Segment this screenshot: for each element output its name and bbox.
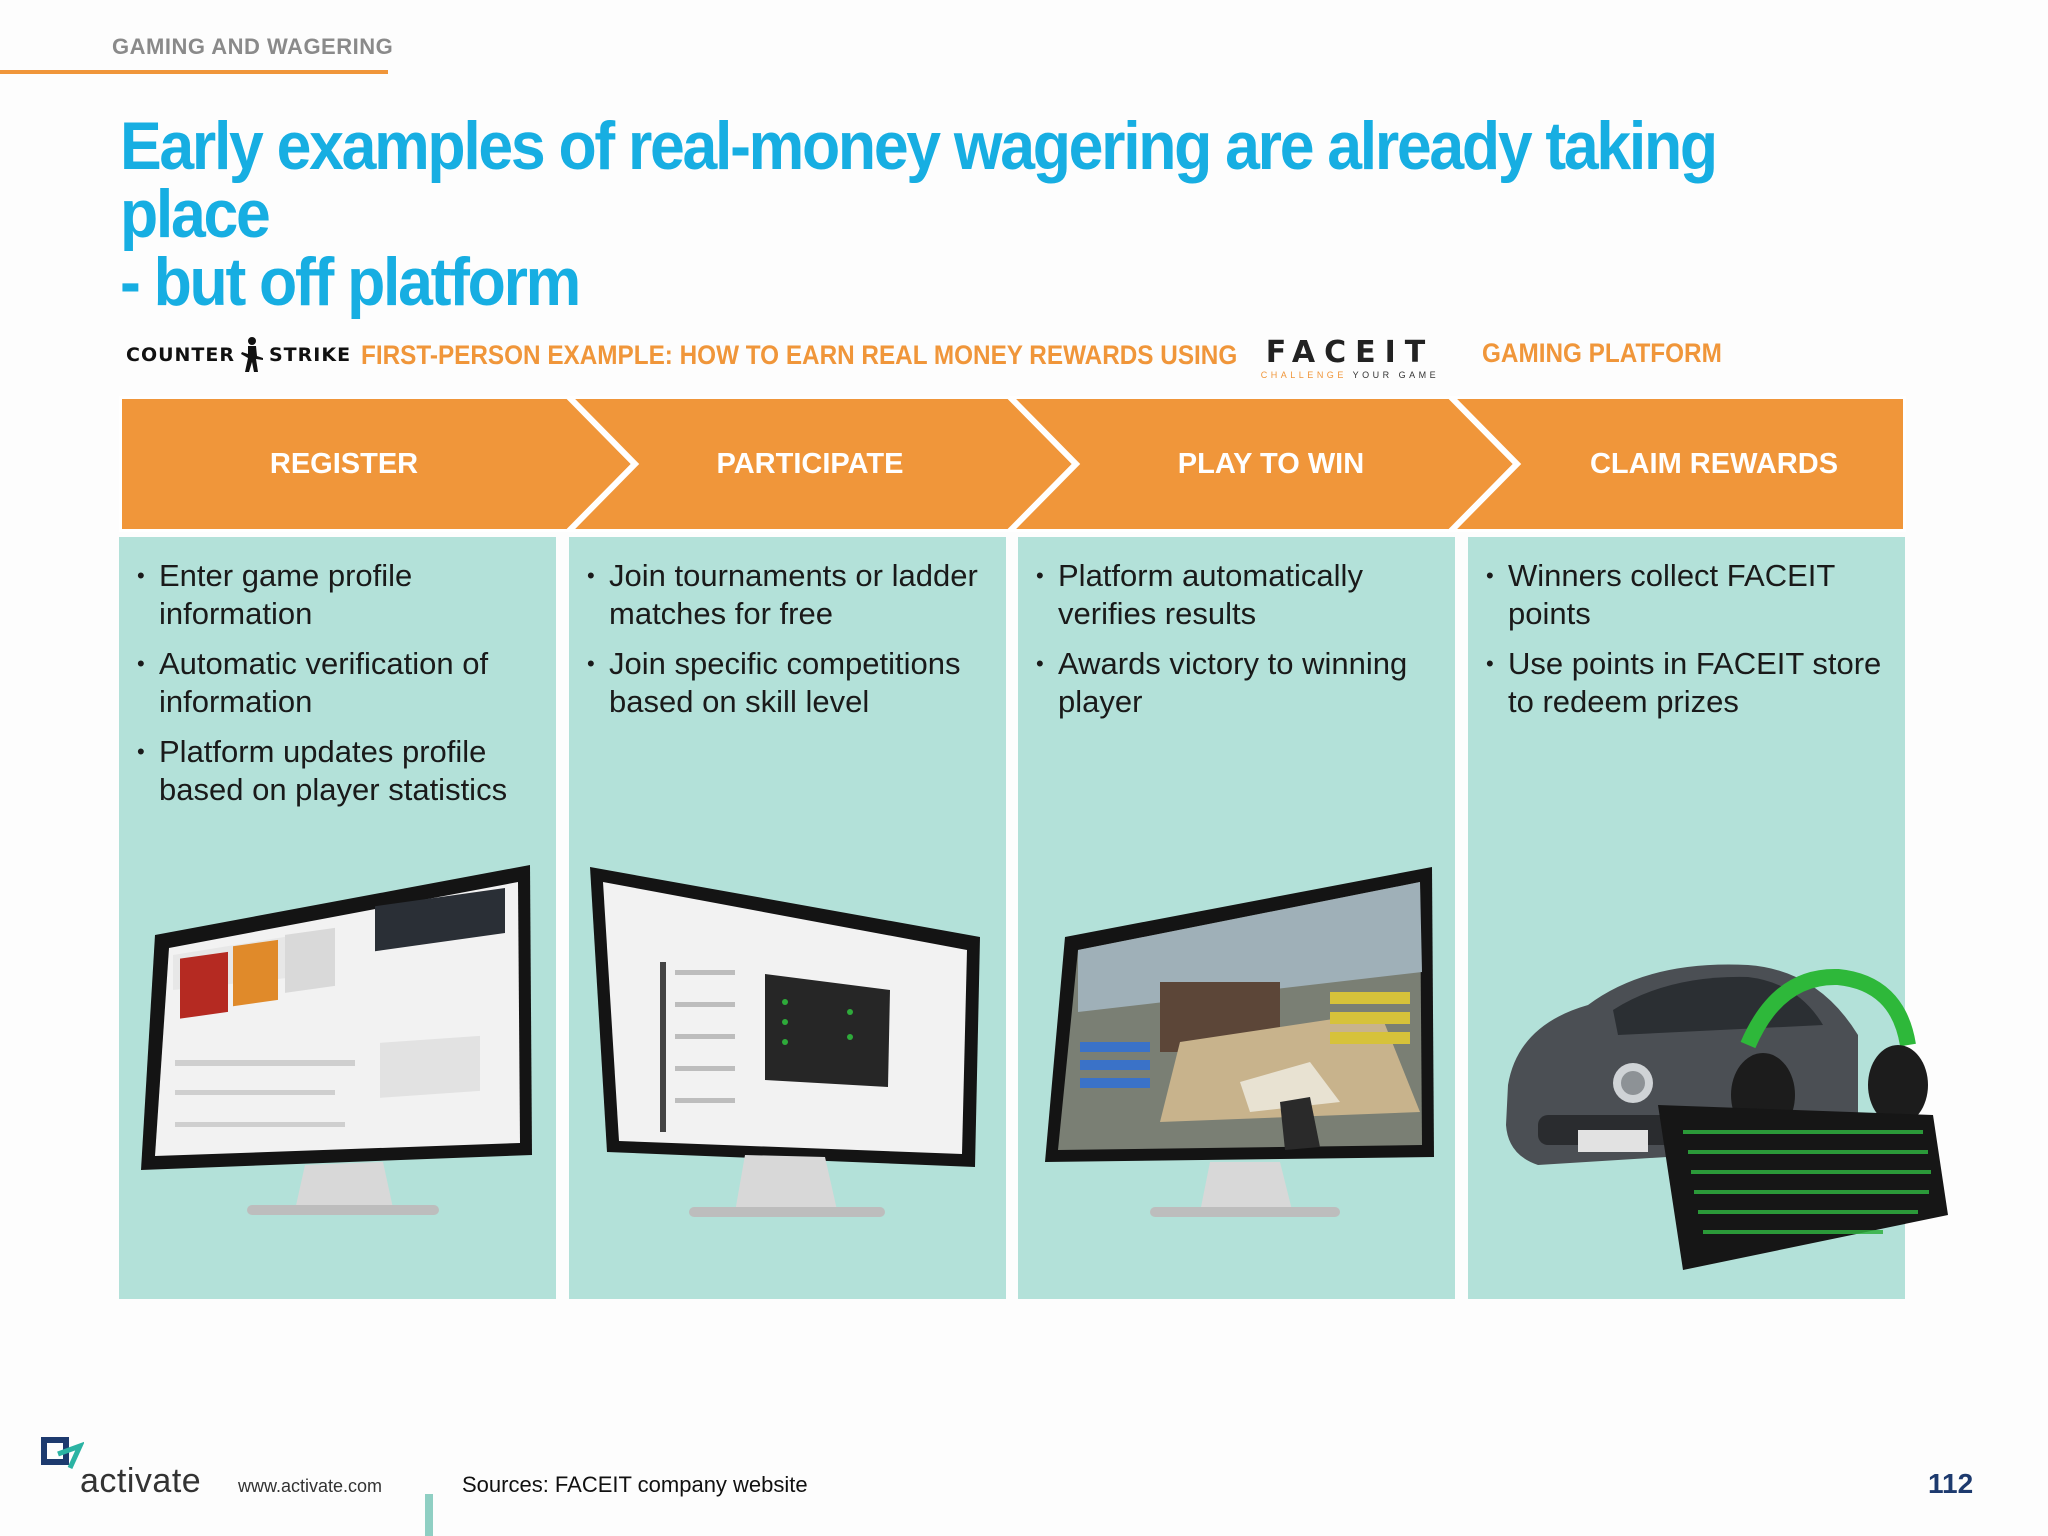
monitor-participate-screenshot — [590, 867, 980, 1217]
section-tag: GAMING AND WAGERING — [112, 34, 394, 59]
bullet-item: Awards victory to winning player — [1036, 645, 1439, 721]
page-title-line-1: Early examples of real-money wagering ar… — [120, 108, 1718, 252]
soldier-icon — [241, 337, 263, 372]
step-label-participate: PARTICIPATE — [716, 448, 904, 480]
process-arrows — [119, 396, 1906, 532]
prizes-car-headset-keyboard-image — [1506, 964, 1948, 1270]
faceit-tagline: CHALLENGE YOUR GAME — [1250, 370, 1450, 380]
bullet-item: Automatic verification of information — [137, 645, 540, 721]
step-arrow-claim-rewards — [1445, 396, 1906, 532]
bullet-list: Join tournaments or ladder matches for f… — [587, 557, 990, 721]
faceit-wordmark: FACEIT — [1265, 335, 1435, 370]
bullet-list: Enter game profile information Automatic… — [137, 557, 540, 809]
step-label-claim-rewards: CLAIM REWARDS — [1589, 448, 1839, 480]
cs-logo-right-text: STRIKE — [269, 344, 352, 366]
bullet-item: Platform updates profile based on player… — [137, 733, 540, 809]
page-title: Early examples of real-money wagering ar… — [120, 112, 1776, 316]
page-number: 112 — [1928, 1468, 1974, 1499]
subhead-text: FIRST-PERSON EXAMPLE: HOW TO EARN REAL M… — [361, 339, 1238, 370]
counter-strike-logo: COUNTER STRIKE — [126, 336, 351, 374]
footer-source: Sources: FACEIT company website — [462, 1472, 808, 1497]
bullet-list: Winners collect FACEIT points Use points… — [1486, 557, 1889, 721]
section-rule — [0, 70, 388, 74]
bullet-list: Platform automatically verifies results … — [1036, 557, 1439, 721]
subhead-right-text: GAMING PLATFORM — [1482, 338, 1722, 368]
monitor-play-screenshot — [1045, 867, 1434, 1217]
subhead: COUNTER STRIKE FIRST-PERSON EXAMPLE: HOW… — [126, 330, 1335, 380]
activate-logo-icon — [41, 1437, 84, 1470]
cs-logo-left-text: COUNTER — [126, 344, 235, 366]
keyboard — [1658, 1105, 1948, 1270]
step-arrow-participate — [563, 396, 1081, 532]
bullet-item: Winners collect FACEIT points — [1486, 557, 1889, 633]
bullet-item: Platform automatically verifies results — [1036, 557, 1439, 633]
step-label-register: REGISTER — [269, 448, 419, 480]
bullet-item: Join specific competitions based on skil… — [587, 645, 990, 721]
bullet-item: Join tournaments or ladder matches for f… — [587, 557, 990, 633]
step-arrow-play-to-win — [1004, 396, 1522, 532]
footer-brand: activate — [80, 1462, 202, 1500]
car-windows — [1613, 976, 1823, 1035]
step-label-play-to-win: PLAY TO WIN — [1177, 448, 1365, 480]
monitor-register-screenshot — [141, 865, 532, 1215]
page-title-line-2: - but off platform — [120, 244, 581, 320]
bullet-item: Enter game profile information — [137, 557, 540, 633]
footer-divider — [425, 1494, 433, 1536]
footer-url: www.activate.com — [238, 1476, 383, 1496]
bullet-item: Use points in FACEIT store to redeem pri… — [1486, 645, 1889, 721]
faceit-tagline-b: YOUR GAME — [1352, 370, 1440, 380]
faceit-tagline-a: CHALLENGE — [1260, 370, 1347, 380]
faceit-logo: FACEIT CHALLENGE YOUR GAME — [1250, 335, 1450, 381]
